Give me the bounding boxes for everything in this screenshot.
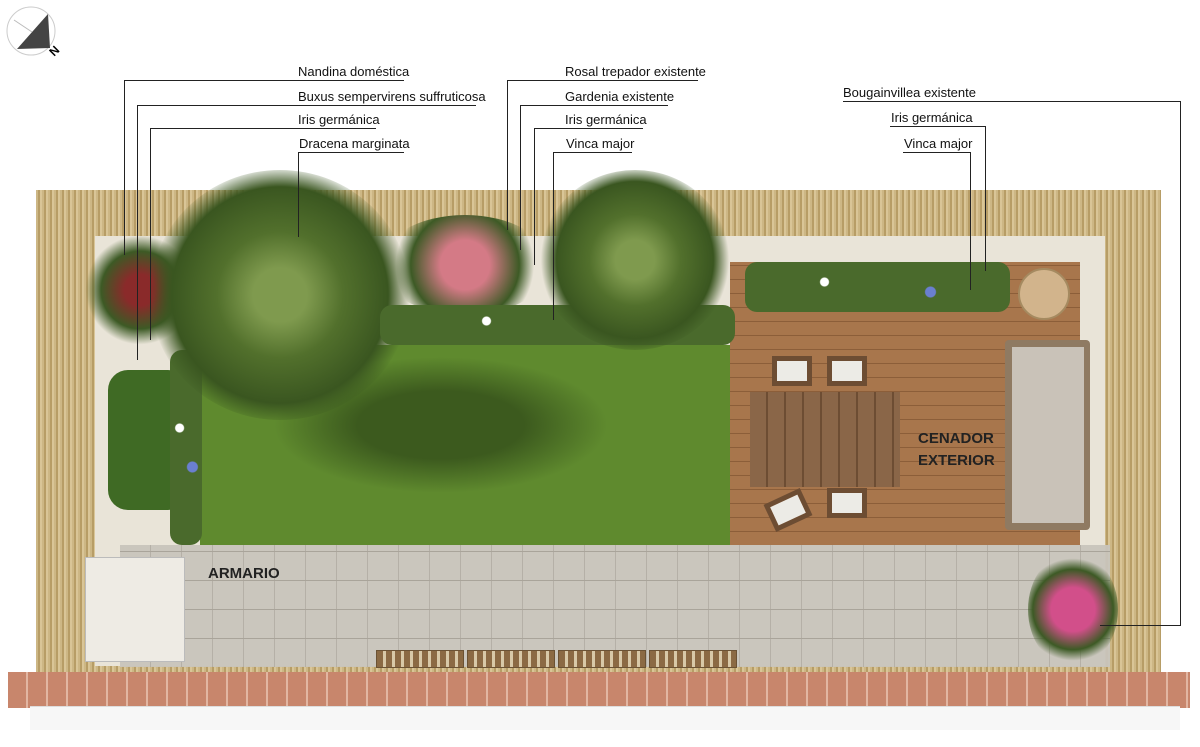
leader-line	[150, 128, 151, 340]
label-iris-center: Iris germánica	[565, 112, 647, 127]
label-iris-right: Iris germánica	[891, 110, 973, 125]
leader-line	[970, 152, 971, 290]
cabinet	[85, 557, 185, 662]
leader-line	[520, 105, 668, 106]
planter-box	[467, 650, 555, 668]
label-nandina: Nandina doméstica	[298, 64, 410, 79]
leader-line	[553, 152, 554, 320]
chair	[827, 488, 867, 518]
label-buxus: Buxus sempervirens suffruticosa	[298, 89, 486, 104]
leader-line	[985, 126, 986, 271]
cabinet-label: ARMARIO	[208, 565, 280, 582]
rose-climber	[380, 215, 550, 315]
brick-wall	[8, 672, 1190, 708]
label-rosal: Rosal trepador existente	[565, 64, 706, 79]
palm-center	[540, 170, 730, 350]
sofa-cushions	[1012, 347, 1084, 523]
leader-line	[890, 126, 986, 127]
leader-line	[507, 80, 698, 81]
iris-planter-deck	[745, 262, 1010, 312]
planter-box	[558, 650, 646, 668]
leader-line	[553, 152, 632, 153]
gazebo-label-1: CENADOR	[918, 430, 994, 447]
dracena-plant	[150, 170, 410, 420]
leader-line	[1100, 625, 1181, 626]
leader-line	[534, 128, 643, 129]
chair	[827, 356, 867, 386]
label-dracena: Dracena marginata	[299, 136, 410, 151]
leader-line	[150, 128, 376, 129]
leader-line	[124, 80, 404, 81]
stone-paving-joints	[120, 545, 1110, 667]
leader-line	[1180, 101, 1181, 626]
leader-line	[137, 105, 138, 360]
leader-line	[137, 105, 476, 106]
leader-line	[534, 128, 535, 265]
leader-line	[843, 101, 1181, 102]
planter-box	[376, 650, 464, 668]
label-vinca-right: Vinca major	[904, 136, 973, 151]
north-arrow-icon: N	[4, 4, 64, 64]
dining-table	[750, 392, 900, 487]
leader-line	[507, 80, 508, 230]
wall-cap	[30, 706, 1180, 730]
leader-line	[298, 152, 404, 153]
label-iris-left: Iris germánica	[298, 112, 380, 127]
label-vinca-center: Vinca major	[566, 136, 635, 151]
lawn	[200, 345, 735, 545]
chair	[772, 356, 812, 386]
leader-line	[520, 105, 521, 250]
leader-line	[903, 152, 971, 153]
planter-box	[649, 650, 737, 668]
gazebo-label-2: EXTERIOR	[918, 452, 995, 469]
label-gardenia: Gardenia existente	[565, 89, 675, 104]
leader-line	[298, 152, 299, 237]
label-bougainvillea: Bougainvillea existente	[843, 85, 976, 100]
leader-line	[124, 80, 125, 255]
side-table	[1018, 268, 1070, 320]
bougainvillea-plant	[1028, 552, 1118, 667]
